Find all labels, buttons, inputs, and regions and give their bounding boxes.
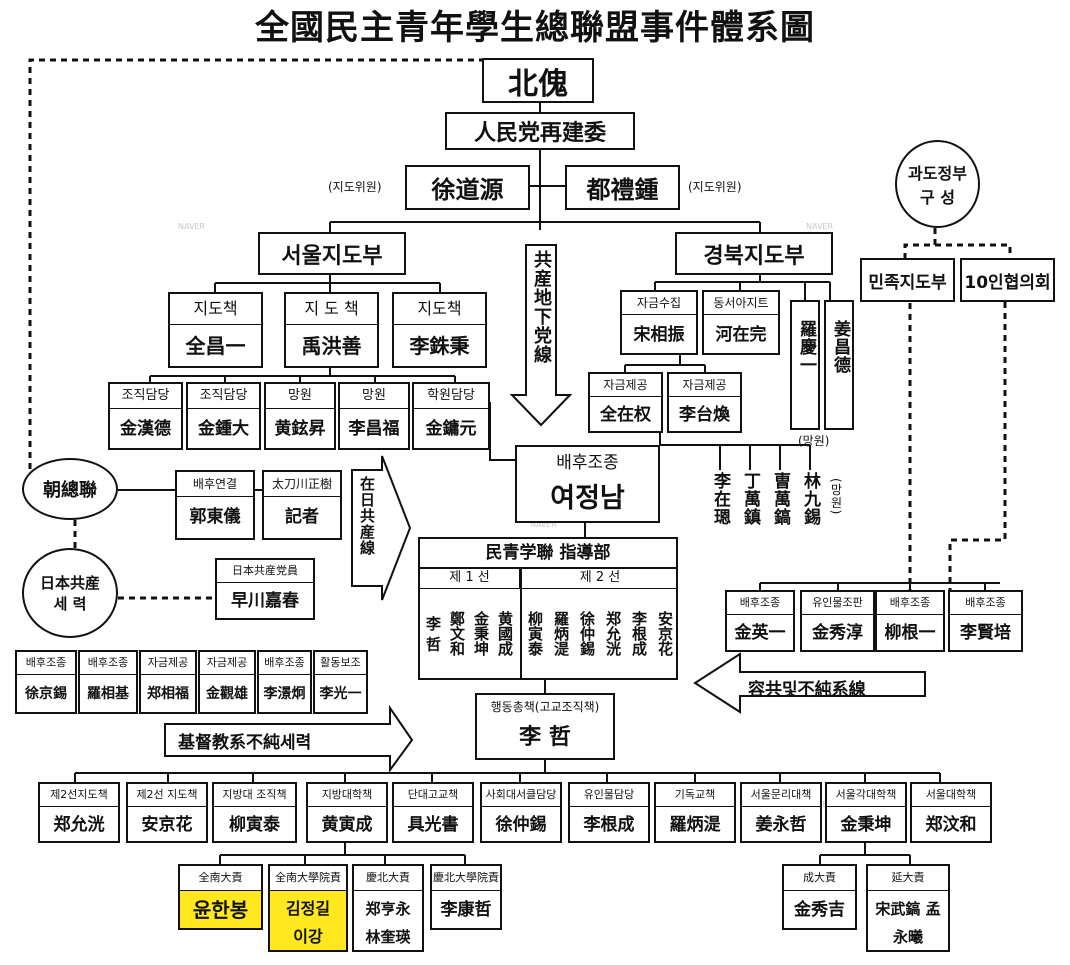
bottom-row-9: 서울문리대책 姜永哲 bbox=[740, 782, 822, 843]
gb-vert-2: 姜昌德 bbox=[824, 300, 854, 430]
node-haengdong: 행동총책(고교조직책) 李 哲 bbox=[475, 693, 615, 760]
leaf-left-4: 慶北大學院責 李康哲 bbox=[430, 864, 502, 930]
left-row-4: 자금제공 金觀雄 bbox=[198, 650, 256, 714]
gb-top-2: 동서아지트 河在完 bbox=[702, 290, 780, 355]
gb-top-1: 자금수집 宋相振 bbox=[620, 290, 698, 355]
jido-label-left: (지도위원) bbox=[328, 180, 382, 194]
gb-vert-1: 羅慶一 bbox=[790, 300, 820, 430]
left-row-6: 활동보조 李光一 bbox=[313, 650, 368, 714]
right-row-3: 배후조종 柳根一 bbox=[875, 590, 945, 652]
gb-name-4: 林九錫 bbox=[800, 472, 820, 526]
gb-mid-1: 자금제공 全在权 bbox=[588, 372, 663, 433]
chochong-sub-1: 배후연결 郭東儀 bbox=[175, 470, 255, 540]
right-row-1: 배후조종 金英一 bbox=[725, 590, 795, 652]
mangwon-label: (망원) bbox=[798, 434, 830, 448]
seoul-jido-2: 지 도 책 禹洪善 bbox=[284, 292, 379, 368]
node-chochongryeon: 朝總聯 bbox=[22, 458, 118, 520]
gidok-label: 基督教系不純세력 bbox=[178, 733, 312, 753]
chochong-sub-2: 太刀川正樹 記者 bbox=[262, 470, 342, 540]
jaeil-label: 在日共産線 bbox=[358, 476, 376, 556]
diagram-title: 全國民主青年學生總聯盟事件體系圖 bbox=[255, 8, 815, 48]
yongong-label: 容共및不純系線 bbox=[748, 680, 866, 700]
watermark: NAVER bbox=[178, 222, 206, 231]
seoul-sub-5: 학원담당 金鏞元 bbox=[412, 382, 490, 450]
gb-name-2: 丁萬鎮 bbox=[740, 472, 760, 526]
node-bukgoe: 北傀 bbox=[482, 58, 594, 103]
node-ilbon: 日本共産 세 력 bbox=[22, 548, 118, 638]
node-baehu: 배후조종 여정남 bbox=[515, 445, 660, 523]
leaf-left-1: 全南大責 윤한봉 bbox=[178, 864, 263, 930]
seoul-sub-2: 조직담당 金鍾大 bbox=[186, 382, 261, 450]
bottom-row-3: 지방대 조직책 柳寅泰 bbox=[212, 782, 297, 843]
node-gyeongbuk-jidobu: 경북지도부 bbox=[675, 232, 833, 275]
node-do-yejong: 都禮鍾 bbox=[565, 165, 680, 210]
watermark: NAVER bbox=[806, 222, 834, 231]
bottom-row-1: 제2선지도책 郑允洸 bbox=[38, 782, 120, 843]
node-ten-hyeop: 10인협의회 bbox=[960, 258, 1055, 302]
seoul-jido-3: 지도책 李銖秉 bbox=[392, 292, 487, 368]
right-row-2: 유인물조판 金秀淳 bbox=[800, 590, 875, 652]
node-minchung: 民青学聯 指導部 제 1 선 제 2 선 李 哲 鄭文和 金秉坤 黄國成 柳寅泰… bbox=[418, 537, 678, 680]
left-row-2: 배후조종 羅相基 bbox=[78, 650, 138, 714]
bottom-row-11: 서울대학책 郑汶和 bbox=[910, 782, 992, 843]
bottom-row-2: 제2선 지도책 安京花 bbox=[126, 782, 208, 843]
node-inmindang: 人民党再建委 bbox=[445, 112, 635, 150]
node-seoul-jidobu: 서울지도부 bbox=[258, 232, 406, 275]
left-row-3: 자금제공 郑相福 bbox=[139, 650, 197, 714]
bottom-row-7: 유인물담당 李根成 bbox=[568, 782, 650, 843]
seoul-sub-4: 망원 李昌福 bbox=[338, 382, 410, 450]
seoul-sub-1: 조직담당 金漢德 bbox=[108, 382, 183, 450]
leaf-left-3: 慶北大責 郑亨永 林奎瑛 bbox=[352, 864, 424, 952]
ilbon-sub: 日本共産党員 早川嘉春 bbox=[215, 558, 315, 620]
right-row-4: 배후조종 李賢培 bbox=[948, 590, 1023, 652]
node-gwado: 과도정부 구 성 bbox=[895, 140, 980, 228]
gb-mid-2: 자금제공 李台煥 bbox=[667, 372, 742, 433]
gb-name-3: 曺萬鎬 bbox=[770, 472, 790, 526]
bottom-row-4: 지방대학책 黄寅成 bbox=[306, 782, 388, 843]
jido-label-right: (지도위원) bbox=[688, 180, 742, 194]
bottom-row-10: 서울각대학책 金秉坤 bbox=[825, 782, 907, 843]
seoul-jido-1: 지도책 全昌一 bbox=[168, 292, 263, 368]
node-seo-doweon: 徐道源 bbox=[405, 165, 530, 210]
bottom-row-8: 기독교책 羅炳湜 bbox=[654, 782, 736, 843]
node-minjok-jidobu: 민족지도부 bbox=[860, 258, 955, 302]
leaf-left-2: 全南大學院責 김정길 이강 bbox=[268, 864, 348, 952]
bottom-row-5: 단대고교책 具光書 bbox=[392, 782, 474, 843]
watermark: NAVER bbox=[530, 520, 558, 529]
gongsan-label: 共産地下党線 bbox=[531, 250, 552, 364]
gb-name-1: 李在𤨒 bbox=[710, 472, 730, 526]
left-row-1: 배후조종 徐京錫 bbox=[15, 650, 77, 714]
mangwon-label-2: (망원) bbox=[829, 478, 843, 516]
seoul-sub-3: 망원 黄鉉昇 bbox=[264, 382, 336, 450]
left-row-5: 배후조종 李澋炯 bbox=[257, 650, 312, 714]
leaf-right-2: 延大責 宋武鎬 孟永曦 bbox=[866, 864, 950, 952]
leaf-right-1: 成大責 金秀吉 bbox=[782, 864, 857, 930]
bottom-row-6: 사회대서클담당 徐仲錫 bbox=[480, 782, 562, 843]
